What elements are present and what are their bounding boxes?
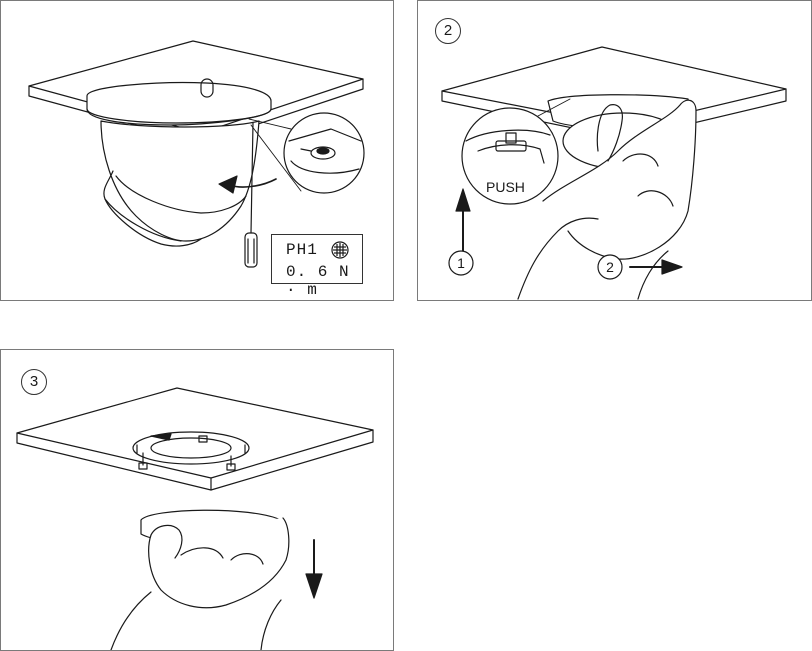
- step-1-panel: PH1 0. 6 N · m: [0, 0, 394, 301]
- push-label: PUSH: [486, 179, 525, 195]
- torque-spec-box: PH1 0. 6 N · m: [271, 234, 363, 299]
- mounting-screws: [138, 452, 236, 471]
- camera-base-ring: [86, 78, 272, 126]
- arrow-1-up: [455, 188, 471, 252]
- arrow-1-number: 1: [448, 250, 474, 276]
- camera-dome: [100, 120, 260, 247]
- step-3-badge: 3: [21, 369, 47, 395]
- step-1-illustration: [28, 40, 365, 268]
- arrow-down: [305, 539, 323, 599]
- svg-text:2: 2: [606, 259, 614, 275]
- svg-text:1: 1: [457, 255, 465, 271]
- screw-detail-callout: [248, 112, 365, 194]
- hands: [110, 517, 290, 650]
- arrow-2-right: [629, 259, 683, 275]
- torque-value: 0. 6 N · m: [286, 263, 350, 299]
- step-2-badge: 2: [435, 18, 461, 44]
- step-2-illustration: PUSH 1 2: [441, 46, 787, 300]
- bit-size-label: PH1: [286, 241, 318, 259]
- screwdriver: [244, 122, 258, 268]
- push-detail-callout: [461, 98, 571, 205]
- mounting-base: [132, 431, 250, 465]
- step-3-illustration: [16, 387, 374, 650]
- step-2-panel: PUSH 1 2 2: [417, 0, 812, 301]
- step-3-panel: 3: [0, 349, 394, 651]
- arrow-2-number: 2: [597, 254, 623, 280]
- hand-right: [517, 99, 697, 300]
